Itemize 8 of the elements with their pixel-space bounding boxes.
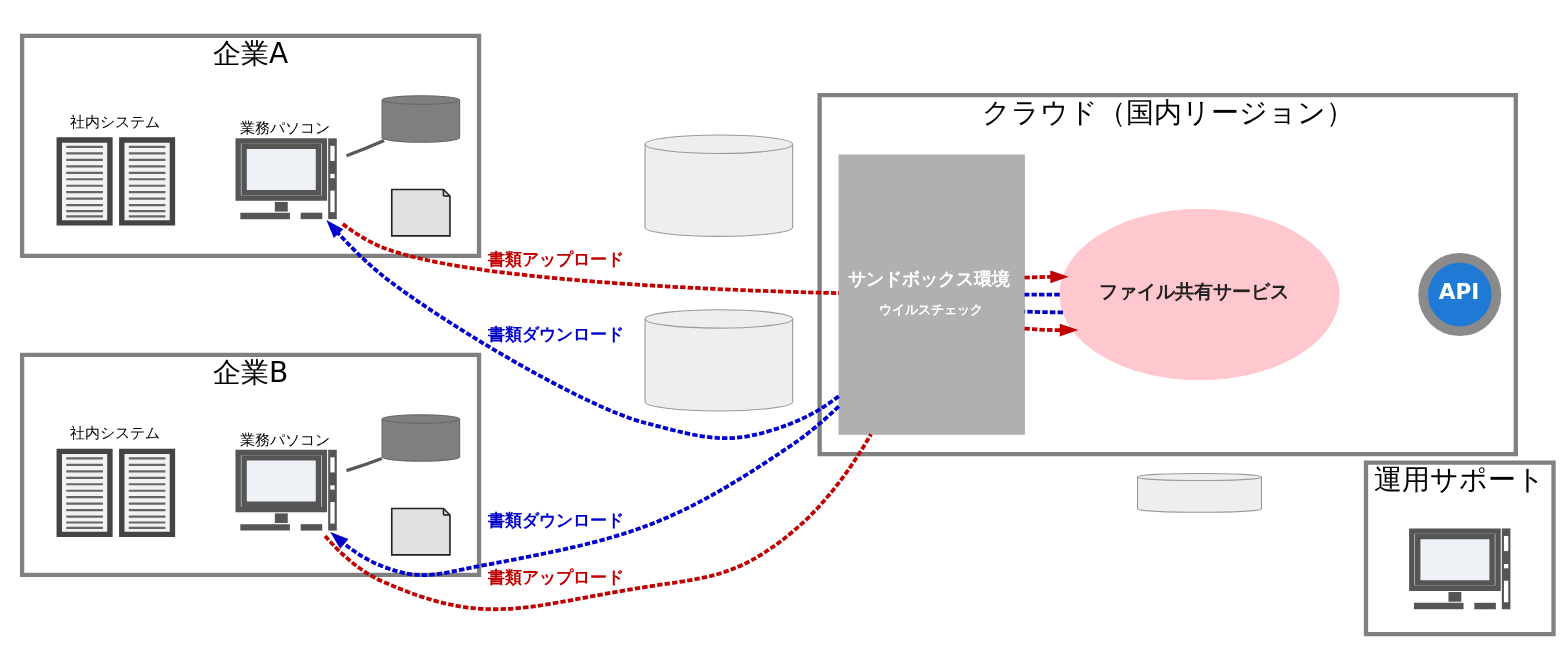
node-label: 社内システム <box>69 424 160 443</box>
edge-label: 書類ダウンロード <box>487 510 624 531</box>
node-label: 社内システム <box>69 112 160 131</box>
node-label: 業務パソコン <box>239 430 330 449</box>
edge-label: 書類アップロード <box>487 567 624 588</box>
node-label: 業務パソコン <box>239 119 330 138</box>
edge-label: 書類アップロード <box>487 249 624 270</box>
edge-label: 書類ダウンロード <box>487 323 624 344</box>
